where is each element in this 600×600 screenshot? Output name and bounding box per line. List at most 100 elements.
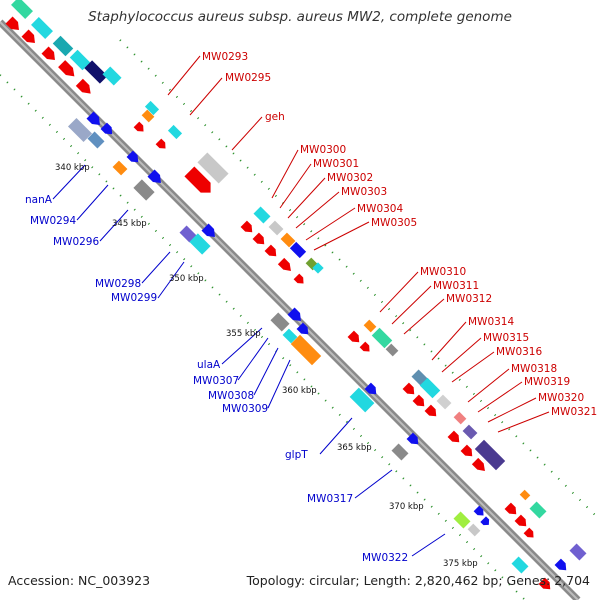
- gene-block: [511, 556, 529, 574]
- gene-label: MW0293: [202, 51, 248, 63]
- gene-label: MW0315: [483, 332, 529, 344]
- gene-block: [347, 330, 360, 343]
- gene-block: [363, 319, 377, 333]
- gene-block: [462, 424, 478, 440]
- gene-label: MW0316: [496, 346, 542, 358]
- gene-block: [147, 169, 161, 183]
- gene-label: MW0308: [208, 390, 254, 402]
- position-ticks: 340 kbp 345 kbp 350 kbp 355 kbp 360 kbp …: [55, 163, 478, 569]
- leader-line: [379, 271, 419, 313]
- tick-label: 370 kbp: [389, 502, 424, 512]
- gene-block: [514, 514, 527, 527]
- genome-backbone: [0, 19, 581, 600]
- leader-line: [253, 347, 279, 396]
- gene-block: [287, 307, 301, 321]
- tick-label: 375 kbp: [443, 559, 478, 569]
- gene-block: [167, 124, 183, 140]
- gene-block: [371, 327, 393, 349]
- gene-label: MW0296: [53, 236, 99, 248]
- gene-block: [86, 111, 100, 125]
- gene-block: [460, 444, 473, 457]
- map-title: Staphylococcus aureus subsp. aureus MW2,…: [88, 9, 512, 25]
- leader-line: [52, 164, 86, 200]
- gene-block: [21, 29, 35, 43]
- gene-label: MW0312: [446, 293, 492, 305]
- gene-block: [179, 225, 197, 243]
- gene-block: [391, 443, 409, 461]
- gene-block: [419, 377, 441, 399]
- gene-label: MW0320: [538, 392, 584, 404]
- gene-label: MW0294: [30, 215, 76, 227]
- gene-block: [471, 457, 485, 471]
- gene-label: MW0305: [371, 217, 417, 229]
- gene-label: MW0295: [225, 72, 271, 84]
- gene-block: [102, 66, 122, 86]
- gene-block: [253, 206, 271, 224]
- gene-block: [141, 109, 155, 123]
- gene-block: [5, 16, 19, 30]
- leader-line: [391, 285, 432, 325]
- gene-block: [31, 17, 53, 39]
- leader-line: [305, 207, 356, 241]
- leader-line: [467, 368, 510, 403]
- gene-block: [133, 121, 144, 132]
- gene-block: [554, 558, 567, 571]
- gene-block: [436, 394, 452, 410]
- leader-line: [313, 221, 370, 251]
- gene-block: [112, 160, 128, 176]
- leader-line: [441, 337, 482, 373]
- gene-block: [155, 138, 166, 149]
- leader-line: [231, 116, 263, 151]
- gene-block: [69, 49, 91, 71]
- leader-line: [167, 55, 201, 96]
- leader-line: [287, 177, 326, 219]
- tick-label: 355 kbp: [226, 329, 261, 339]
- gene-block: [189, 233, 211, 255]
- leader-line: [189, 77, 223, 116]
- gene-block: [280, 232, 296, 248]
- gene-block: [87, 131, 105, 149]
- gene-block: [100, 122, 113, 135]
- gene-block: [58, 60, 75, 77]
- gene-block: [268, 220, 284, 236]
- gene-label: MW0309: [222, 403, 268, 415]
- gene-label: MW0317: [307, 493, 353, 505]
- leader-line: [319, 417, 353, 455]
- gene-block: [240, 220, 253, 233]
- leader-line: [279, 163, 312, 209]
- gene-block: [480, 516, 490, 526]
- gene-block: [529, 501, 547, 519]
- gene-label: MW0298: [95, 278, 141, 290]
- gene-block: [144, 100, 160, 116]
- leader-line: [403, 298, 445, 335]
- gene-label: MW0321: [551, 406, 597, 418]
- gene-block: [523, 527, 534, 538]
- gene-block: [359, 341, 370, 352]
- gene-block: [52, 35, 74, 57]
- gene-label: MW0311: [433, 280, 479, 292]
- gene-block: [447, 430, 460, 443]
- gene-block: [453, 511, 471, 529]
- leader-line: [295, 191, 340, 229]
- gene-block: [538, 577, 551, 590]
- label-leader-lines: [52, 55, 550, 557]
- gene-label: nanA: [25, 194, 53, 206]
- gene-block: [473, 505, 484, 516]
- gene-block: [296, 322, 309, 335]
- accession-text: Accession: NC_003923: [8, 573, 151, 588]
- gene-block: [201, 223, 215, 237]
- gene-features: [5, 0, 587, 590]
- gene-block: [519, 489, 531, 501]
- leader-line: [431, 321, 467, 361]
- leader-line: [497, 411, 550, 433]
- gene-label: MW0307: [193, 375, 239, 387]
- forward-gene-labels: MW0293 MW0295 geh MW0300 MW0301 MW0302 M…: [202, 51, 597, 418]
- gene-label: MW0319: [524, 376, 570, 388]
- tick-label: 340 kbp: [55, 163, 90, 173]
- leader-line: [157, 261, 185, 299]
- gene-label: MW0300: [300, 144, 346, 156]
- gene-label: MW0301: [313, 158, 359, 170]
- leader-line: [221, 327, 263, 365]
- leader-line: [271, 149, 299, 199]
